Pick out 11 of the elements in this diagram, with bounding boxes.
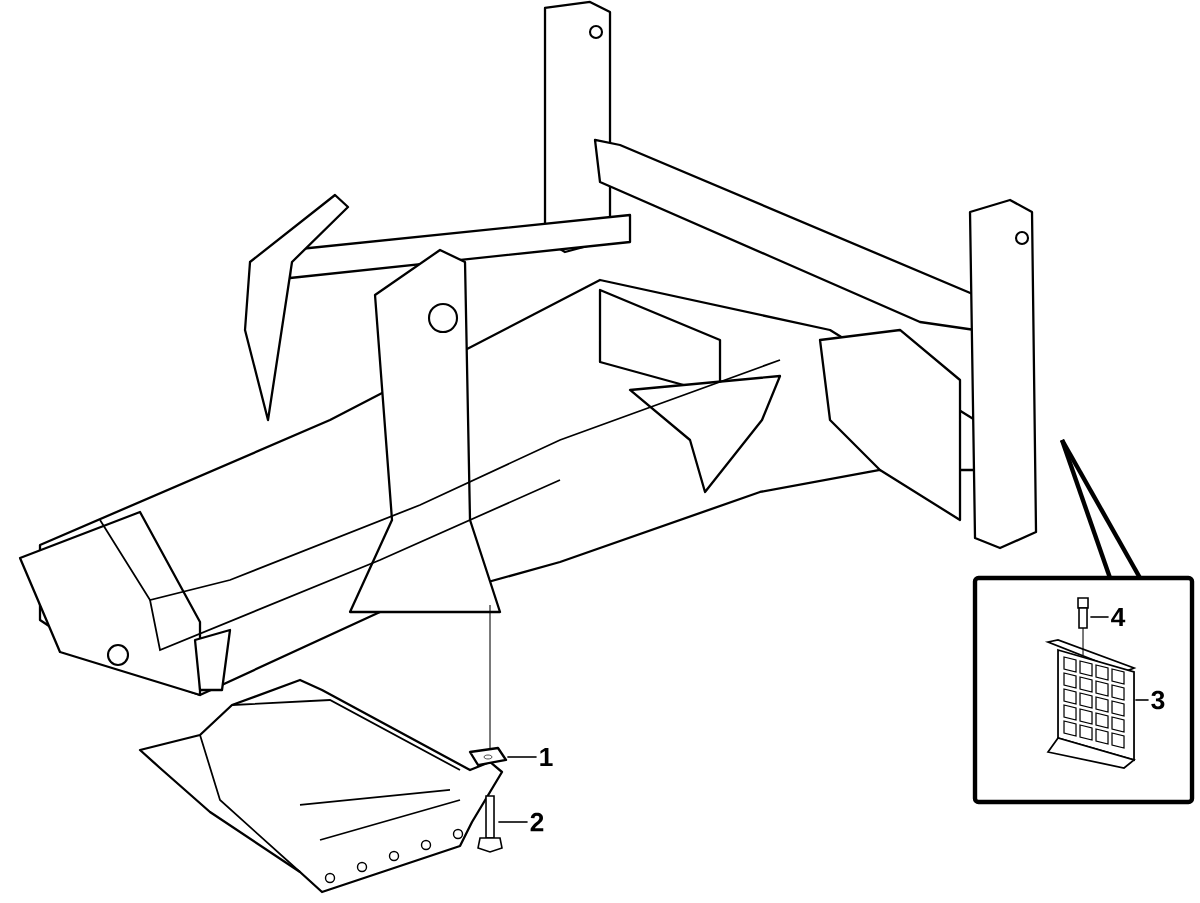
leader-line: [1134, 699, 1150, 701]
callout-number: 2: [530, 812, 544, 832]
leader-line: [1089, 616, 1110, 618]
callout-number: 4: [1111, 607, 1126, 627]
plate-drawing: [468, 746, 508, 767]
leader-line: [506, 756, 538, 758]
bolt-drawing: [477, 795, 503, 853]
leader-line: [497, 821, 529, 823]
callout-number: 1: [540, 747, 553, 767]
bolt-drawing: [1077, 597, 1089, 656]
callout-number: 3: [1151, 690, 1165, 710]
